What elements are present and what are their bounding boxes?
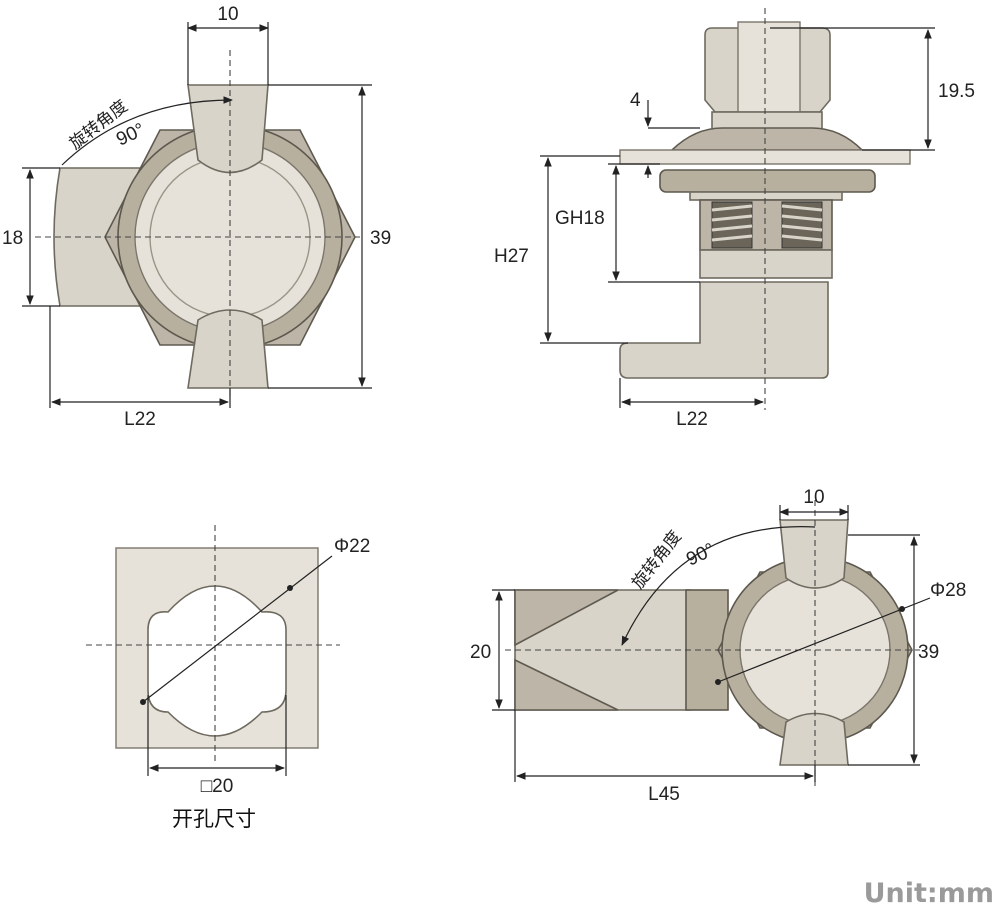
extended-total-length-label: L45 — [648, 784, 680, 805]
side-grip-height-label: GH18 — [555, 208, 605, 229]
front-top-width-label: 10 — [217, 4, 238, 25]
cam-body — [619, 281, 829, 379]
extended-handle-bottom — [779, 712, 849, 766]
handle-bottom — [187, 309, 269, 389]
cutout-view: Φ22 □20 开孔尺寸 — [86, 525, 370, 831]
front-bottom-length-label: L22 — [124, 409, 156, 430]
flange — [670, 127, 864, 151]
extended-outer-diameter-label: Φ28 — [930, 580, 966, 601]
front-total-height-label: 39 — [370, 228, 391, 249]
cutout-caption: 开孔尺寸 — [172, 807, 256, 831]
front-rotation-angle: 90° — [113, 119, 148, 150]
front-left-height-label: 18 — [2, 228, 23, 249]
extended-total-height-label: 39 — [918, 642, 939, 663]
side-view: 19.5 4 GH18 H27 L22 — [494, 8, 975, 430]
side-hex-nut — [659, 169, 876, 193]
thread-lines — [711, 201, 823, 249]
extended-rotation-label: 旋转角度 — [628, 527, 686, 593]
cutout-square-label: □20 — [201, 776, 234, 797]
extended-top-width-label: 10 — [803, 487, 824, 508]
extended-rotation-angle: 90° — [683, 539, 718, 570]
side-bottom-length-label: L22 — [676, 409, 708, 430]
cutout-hole — [147, 585, 287, 737]
unit-label: Unit:mm — [864, 878, 994, 909]
side-plate-thickness-label: 4 — [630, 90, 641, 111]
extended-left-height-label: 20 — [470, 642, 491, 663]
front-view: 10 旋转角度 90° 18 39 L22 — [2, 4, 391, 430]
extended-rotation-arc — [621, 526, 816, 646]
handle-top — [187, 84, 269, 174]
side-total-height-label: H27 — [494, 246, 529, 267]
cutout-diameter-label: Φ22 — [334, 536, 370, 557]
extended-handle-top — [779, 519, 849, 589]
side-top-height-label: 19.5 — [938, 81, 975, 102]
rotation-arc — [61, 96, 233, 166]
extended-view: 10 旋转角度 90° Φ28 20 39 L45 — [470, 487, 966, 805]
knob-key-slot — [737, 21, 801, 113]
